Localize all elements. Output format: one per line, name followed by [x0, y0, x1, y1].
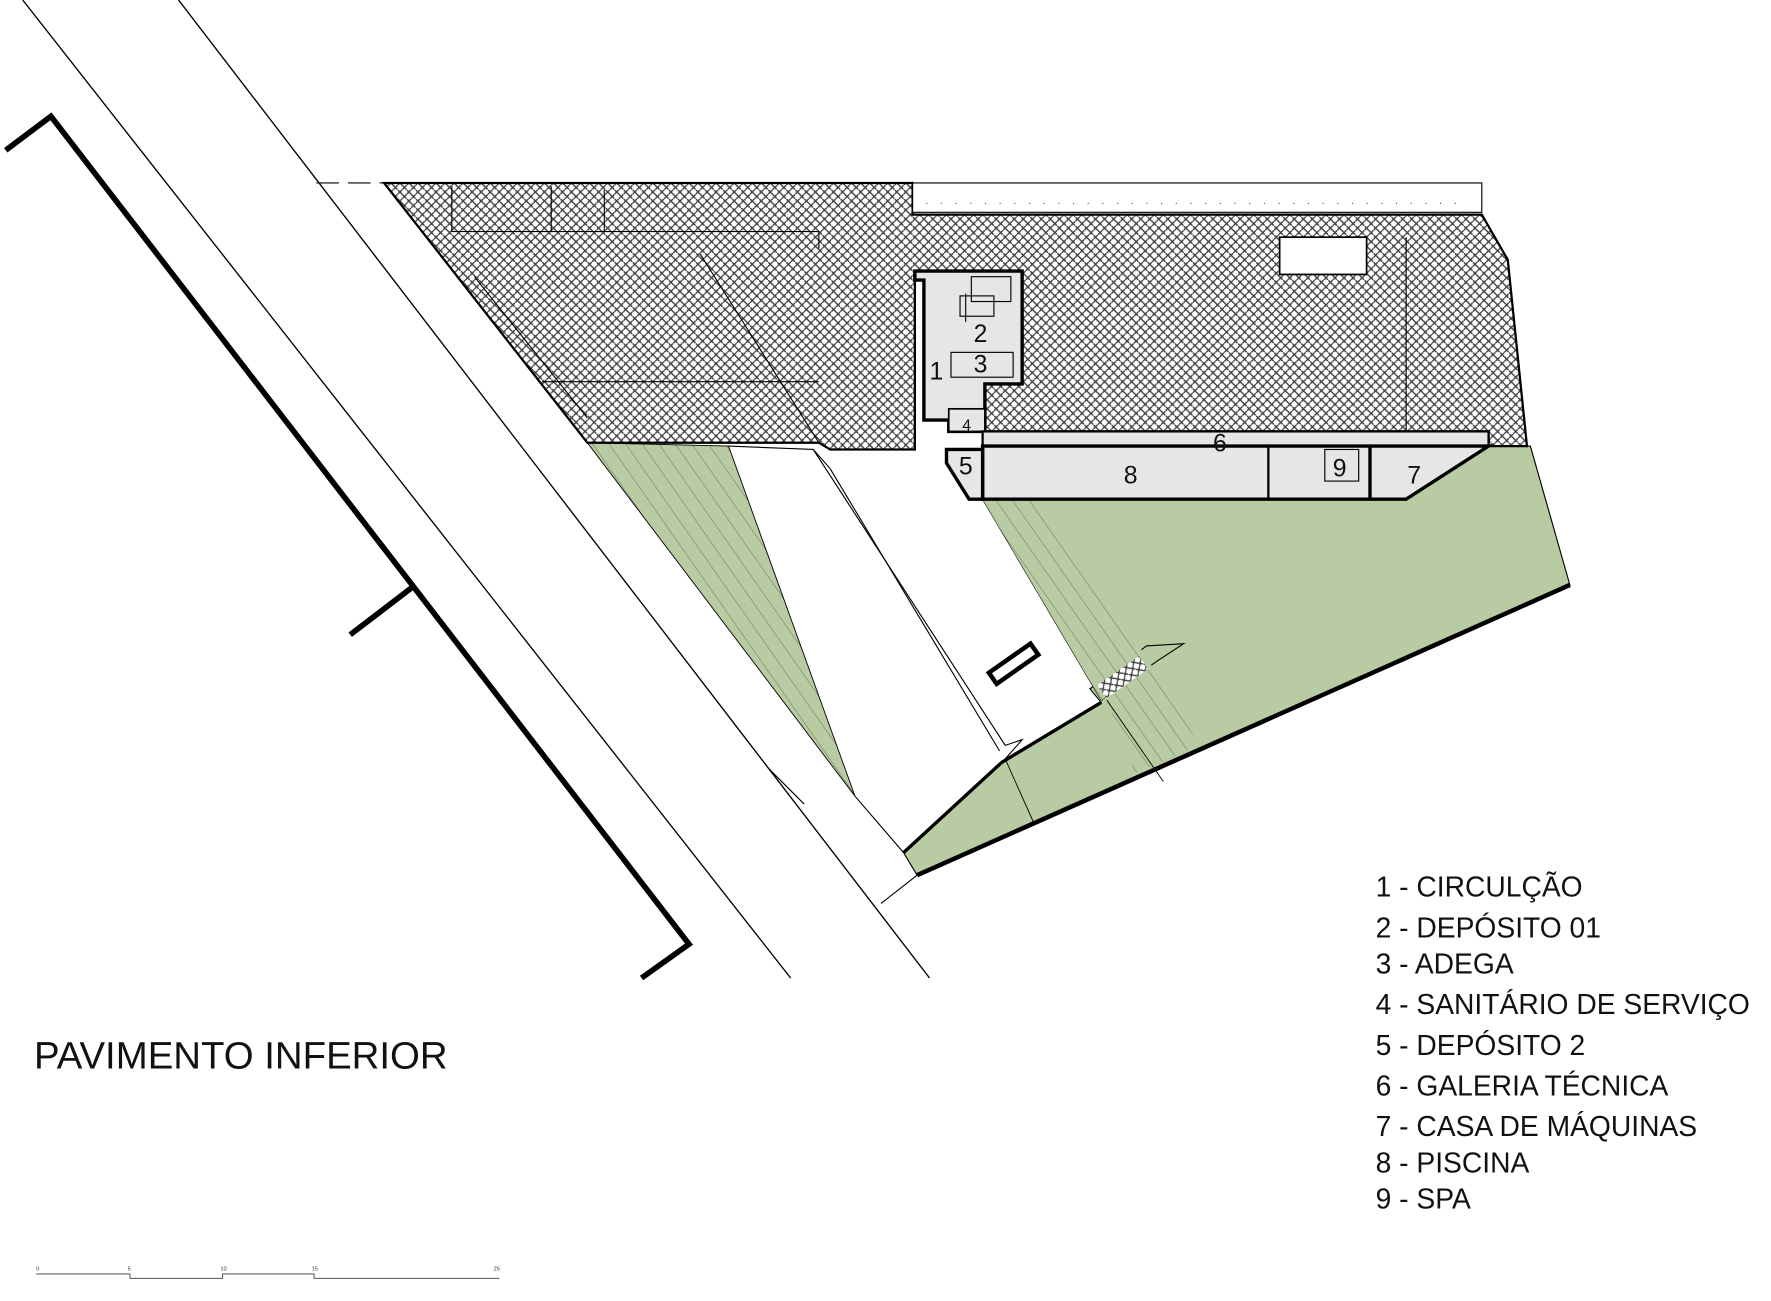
- legend-item: 9 - SPA: [1376, 1182, 1471, 1214]
- room-number-8: 8: [1124, 462, 1138, 489]
- legend-item: 7 - CASA DE MÁQUINAS: [1376, 1110, 1697, 1142]
- sanitary-room: [947, 407, 986, 433]
- driveway: [728, 445, 1024, 904]
- room-number-3: 3: [974, 352, 988, 379]
- garden-strip-hatch: [1106, 666, 1200, 774]
- room-number-4: 4: [962, 417, 971, 434]
- scale-label-0: 0: [36, 1267, 39, 1273]
- room-number-1: 1: [930, 358, 944, 385]
- legend-item: 6 - GALERIA TÉCNICA: [1376, 1069, 1669, 1101]
- skylight: [1278, 236, 1368, 276]
- legend-item: 3 - ADEGA: [1376, 947, 1514, 979]
- room-number-2: 2: [974, 321, 988, 348]
- legend-item: 8 - PISCINA: [1376, 1146, 1530, 1178]
- garden-right-hatch: [982, 499, 1153, 701]
- scale-label-5: 5: [128, 1267, 131, 1273]
- garden-left: [586, 442, 856, 797]
- legend-item: 2 - DEPÓSITO 01: [1376, 911, 1601, 943]
- room-number-7: 7: [1407, 462, 1421, 489]
- street-boundary: [4, 0, 931, 981]
- room-number-5: 5: [959, 453, 973, 480]
- roof-lines: [451, 186, 1407, 444]
- scale-bar: 0 5 10 15 25: [36, 1267, 500, 1279]
- storage-5: [944, 447, 985, 501]
- legend-item: 5 - DEPÓSITO 2: [1376, 1029, 1586, 1061]
- scale-label-15: 15: [312, 1267, 318, 1273]
- legend-item: 1 - CIRCULÇÃO: [1376, 871, 1583, 903]
- plan-title: PAVIMENTO INFERIOR: [34, 1034, 448, 1077]
- scale-label-10: 10: [220, 1267, 226, 1273]
- top-terrace: [912, 182, 1483, 213]
- planter: [985, 640, 1042, 687]
- spa-tub: [1324, 448, 1360, 482]
- room-number-9: 9: [1333, 456, 1347, 483]
- technical-gallery: [981, 430, 1490, 448]
- room-number-6: 6: [1213, 431, 1227, 458]
- scale-label-25: 25: [494, 1267, 500, 1273]
- stair-core: [950, 276, 1014, 378]
- room-legend: 1 - CIRCULÇÃO 2 - DEPÓSITO 01 3 - ADEGA …: [1376, 871, 1750, 1215]
- legend-item: 4 - SANITÁRIO DE SERVIÇO: [1376, 988, 1750, 1020]
- stair: [1097, 655, 1149, 699]
